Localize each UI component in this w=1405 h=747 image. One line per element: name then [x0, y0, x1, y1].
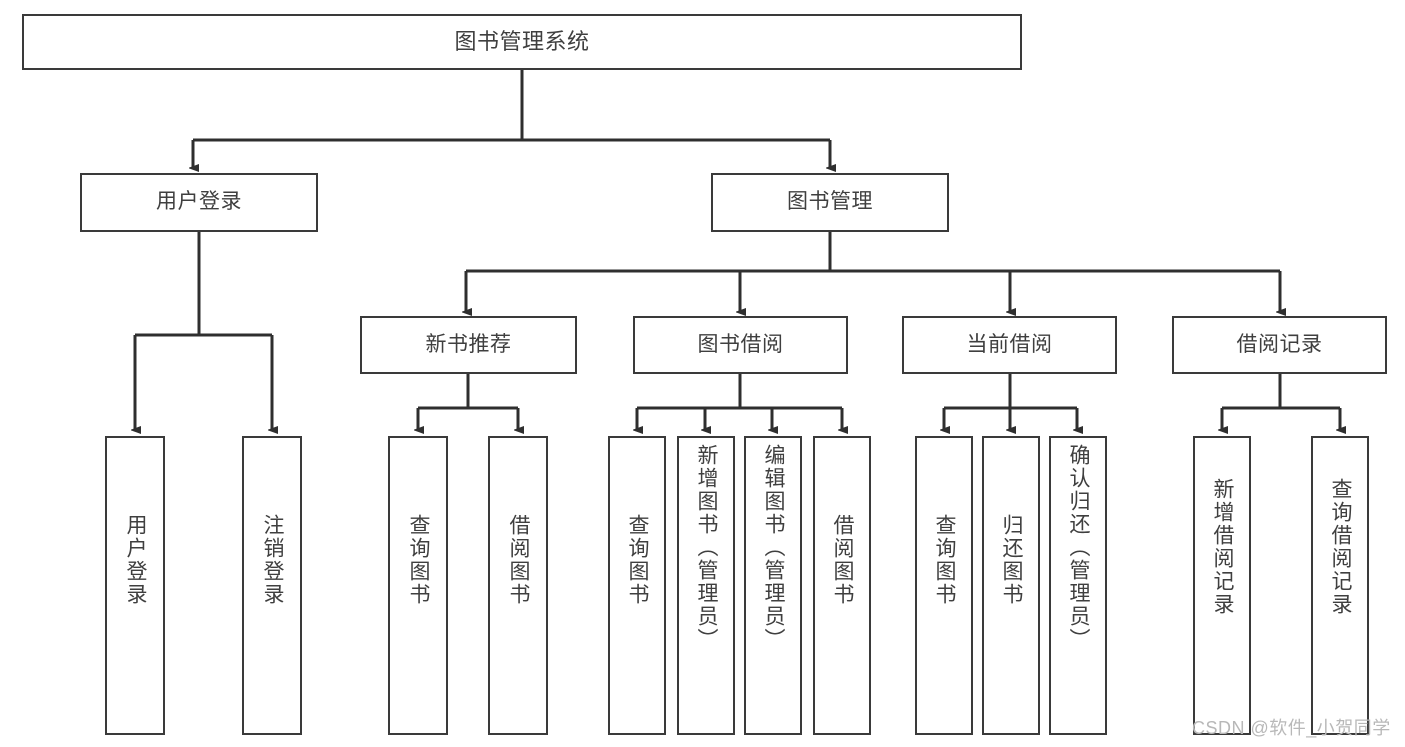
leaf-new-book-query[interactable]: 查询图书 [388, 436, 448, 735]
node-label: 借阅图书 [507, 514, 531, 606]
node-label: 当前借阅 [966, 332, 1053, 356]
node-root-book-management-system[interactable]: 图书管理系统 [22, 14, 1022, 70]
leaf-user-login-logout[interactable]: 注销登录 [242, 436, 302, 735]
node-label: 新增图书（管理员） [695, 444, 719, 651]
node-book-borrow[interactable]: 图书借阅 [633, 316, 848, 374]
leaf-current-return-book[interactable]: 归还图书 [982, 436, 1040, 735]
node-label: 用户登录 [156, 190, 242, 214]
node-label: 查询借阅记录 [1329, 478, 1353, 616]
node-label: 借阅图书 [831, 514, 855, 606]
node-label: 借阅记录 [1236, 332, 1323, 356]
node-user-login[interactable]: 用户登录 [80, 173, 318, 232]
node-label: 查询图书 [407, 514, 431, 606]
leaf-borrow-query-book[interactable]: 查询图书 [608, 436, 666, 735]
node-label: 注销登录 [261, 514, 285, 606]
node-label: 确认归还（管理员） [1067, 444, 1091, 651]
node-label: 新增借阅记录 [1211, 478, 1235, 616]
leaf-borrow-add-book-admin[interactable]: 新增图书（管理员） [677, 436, 735, 735]
node-label: 图书管理 [787, 190, 873, 214]
node-current-borrow[interactable]: 当前借阅 [902, 316, 1117, 374]
node-new-book-recommend[interactable]: 新书推荐 [360, 316, 577, 374]
node-borrow-record[interactable]: 借阅记录 [1172, 316, 1387, 374]
leaf-borrow-borrow-book[interactable]: 借阅图书 [813, 436, 871, 735]
node-label: 查询图书 [626, 514, 650, 606]
node-label: 图书管理系统 [454, 29, 590, 55]
leaf-current-confirm-return-admin[interactable]: 确认归还（管理员） [1049, 436, 1107, 735]
leaf-record-query-record[interactable]: 查询借阅记录 [1311, 436, 1369, 735]
leaf-borrow-edit-book-admin[interactable]: 编辑图书（管理员） [744, 436, 802, 735]
csdn-watermark: CSDN @软件_小贺同学 [1192, 718, 1391, 738]
leaf-user-login-login[interactable]: 用户登录 [105, 436, 165, 735]
node-label: 归还图书 [1000, 514, 1024, 606]
node-label: 编辑图书（管理员） [762, 444, 786, 651]
node-label: 查询图书 [933, 514, 957, 606]
leaf-current-query-book[interactable]: 查询图书 [915, 436, 973, 735]
node-label: 图书借阅 [697, 332, 784, 356]
node-label: 用户登录 [124, 514, 148, 606]
leaf-record-add-record[interactable]: 新增借阅记录 [1193, 436, 1251, 735]
node-book-management[interactable]: 图书管理 [711, 173, 949, 232]
node-label: 新书推荐 [425, 332, 512, 356]
leaf-new-book-borrow[interactable]: 借阅图书 [488, 436, 548, 735]
